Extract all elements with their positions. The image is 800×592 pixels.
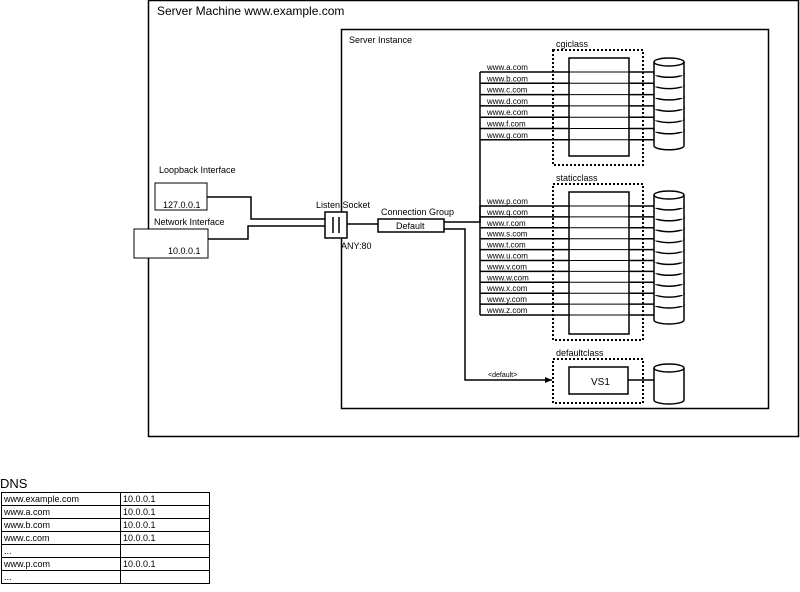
dns-host-cell: ... [1,544,121,558]
connection-group-title: Connection Group [381,207,454,217]
server-instance-title: Server Instance [349,35,412,45]
vs1-box [568,366,629,395]
connection-group-name: Default [396,221,425,231]
cgiclass-hosts: www.a.com www.b.com www.c.com www.d.com www.… [480,57,685,151]
listen-socket-box [324,211,348,239]
host-label: www.w.com [486,273,529,282]
host-label: www.q.com [486,208,528,217]
cgiclass-boundary [552,49,644,166]
host-label: www.z.com [486,306,528,315]
staticclass-title: staticclass [556,173,598,183]
network-interface-box [133,228,209,259]
host-label: www.r.com [486,219,526,228]
connection-group-box [377,218,445,233]
dns-row: ... [1,570,210,584]
dns-title: DNS [0,476,28,491]
dns-ip-cell: 10.0.0.1 [120,505,210,519]
dns-ip-cell: 10.0.0.1 [120,557,210,571]
cgiclass-doc-roots [653,57,685,151]
loopback-ip: 127.0.0.1 [163,200,201,210]
loopback-interface-box [154,182,208,211]
defaultclass-boundary [552,358,644,404]
dns-ip-cell [120,570,210,584]
dns-ip-cell [120,544,210,558]
dns-host-cell: www.example.com [1,492,121,506]
vs1-doc-root-cylinder [653,363,685,405]
doc-root-cylinder-base [653,319,685,325]
host-label: www.f.com [486,120,526,129]
staticclass-boundary [552,183,644,341]
dns-host-cell: www.b.com [1,518,121,532]
staticclass-vs-stack [568,191,630,335]
listen-socket-title: Listen Socket [316,200,371,210]
dns-row: ... [1,544,210,558]
staticclass-hosts: www.p.com www.q.com www.r.com www.s.com www.… [480,190,685,325]
staticclass-doc-roots [653,190,685,325]
dns-ip-cell: 10.0.0.1 [120,492,210,506]
defaultclass-title: defaultclass [556,348,604,358]
dns-ip-cell: 10.0.0.1 [120,518,210,532]
host-label: www.u.com [486,252,528,261]
host-label: www.c.com [486,86,528,95]
vs1-label: VS1 [591,377,610,388]
doc-root-cylinder [653,190,685,208]
host-label: www.e.com [486,108,528,117]
default-route-arrowhead [545,377,552,383]
dns-host-cell: www.p.com [1,557,121,571]
host-label: www.v.com [486,262,527,271]
server-machine-box [147,0,800,438]
network-ip: 10.0.0.1 [168,246,201,256]
network-interface-title: Network Interface [154,217,225,227]
trunk-to-default [444,228,552,381]
loopback-connector [207,196,325,220]
host-label: www.b.com [486,74,528,83]
host-label: www.d.com [486,97,528,106]
host-label: www.t.com [486,241,526,250]
network-connector [208,225,325,240]
dns-host-cell: www.c.com [1,531,121,545]
host-label: www.p.com [486,197,528,206]
host-label: www.g.com [486,131,528,140]
doc-root-cylinder [653,57,685,76]
default-route-label: <default> [488,372,517,379]
dns-host-cell: ... [1,570,121,584]
loopback-interface-title: Loopback Interface [159,165,236,175]
cgiclass-title: cgiclass [556,39,589,49]
host-label: www.a.com [486,63,528,72]
doc-root-cylinder-base [653,145,685,151]
trunk-to-cgi [444,72,481,223]
server-machine-title: Server Machine www.example.com [157,4,344,18]
cgiclass-vs-stack [568,57,630,157]
dns-ip-cell: 10.0.0.1 [120,531,210,545]
host-label: www.s.com [486,230,528,239]
listen-socket-address: ANY:80 [341,241,372,251]
host-label: www.y.com [486,295,527,304]
host-label: www.x.com [486,284,528,293]
dns-host-cell: www.a.com [1,505,121,519]
